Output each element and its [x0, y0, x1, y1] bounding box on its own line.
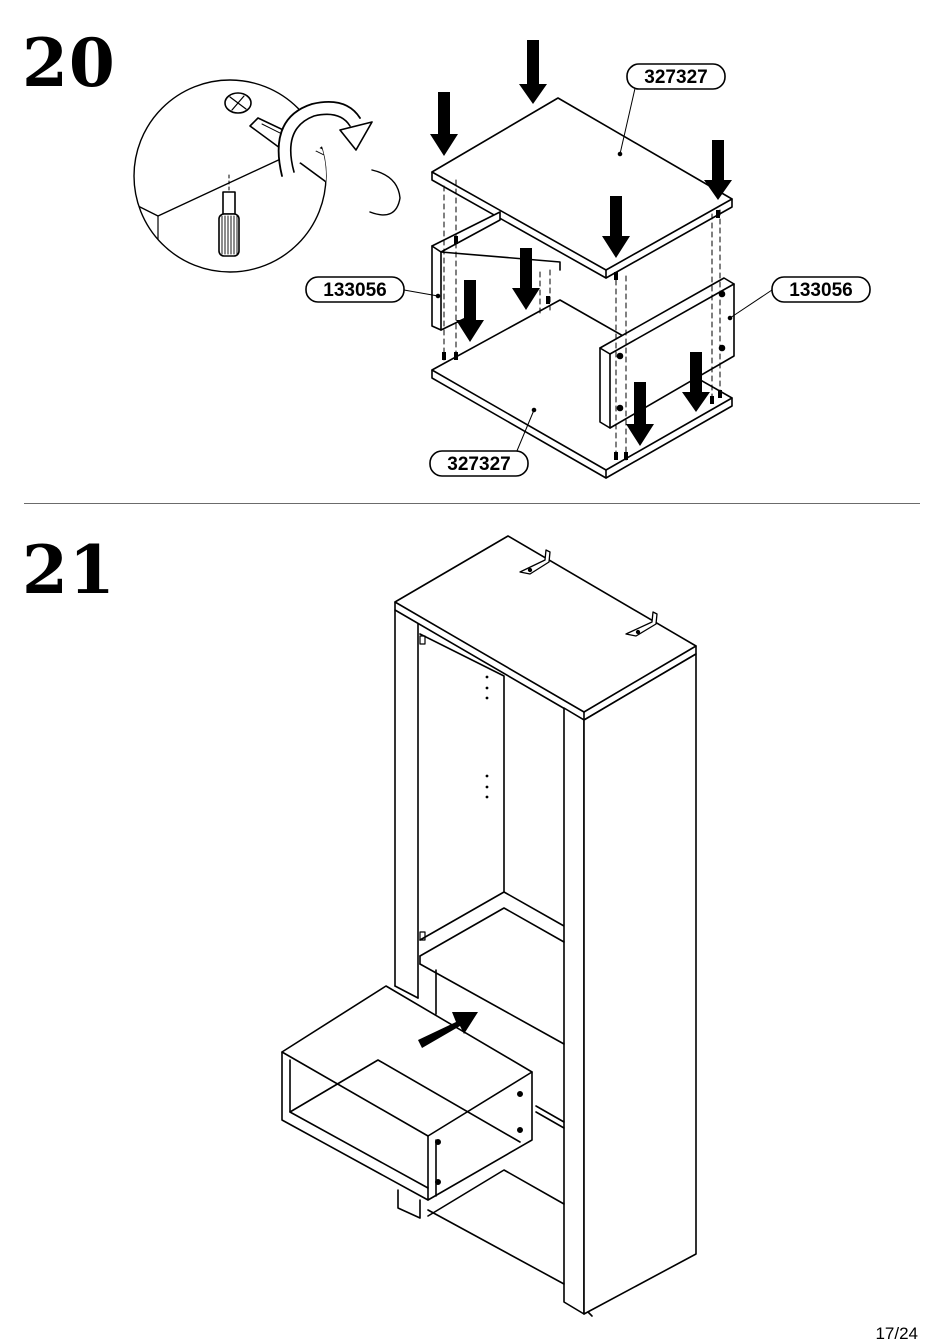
part-label-top: 327327	[644, 67, 707, 88]
part-label-right-side: 133056	[789, 280, 852, 301]
page-number: 17/24	[875, 1324, 918, 1344]
part-label-left-side: 133056	[323, 280, 386, 301]
exploded-carcass-view: 327327 133056 133056 327327	[306, 40, 870, 478]
part-label-bottom: 327327	[447, 454, 510, 475]
screwdriver-detail-callout	[134, 80, 400, 280]
top-panel-327327	[432, 98, 732, 278]
tall-cabinet-assembly	[282, 536, 696, 1316]
drawer-insert-box	[282, 986, 532, 1200]
